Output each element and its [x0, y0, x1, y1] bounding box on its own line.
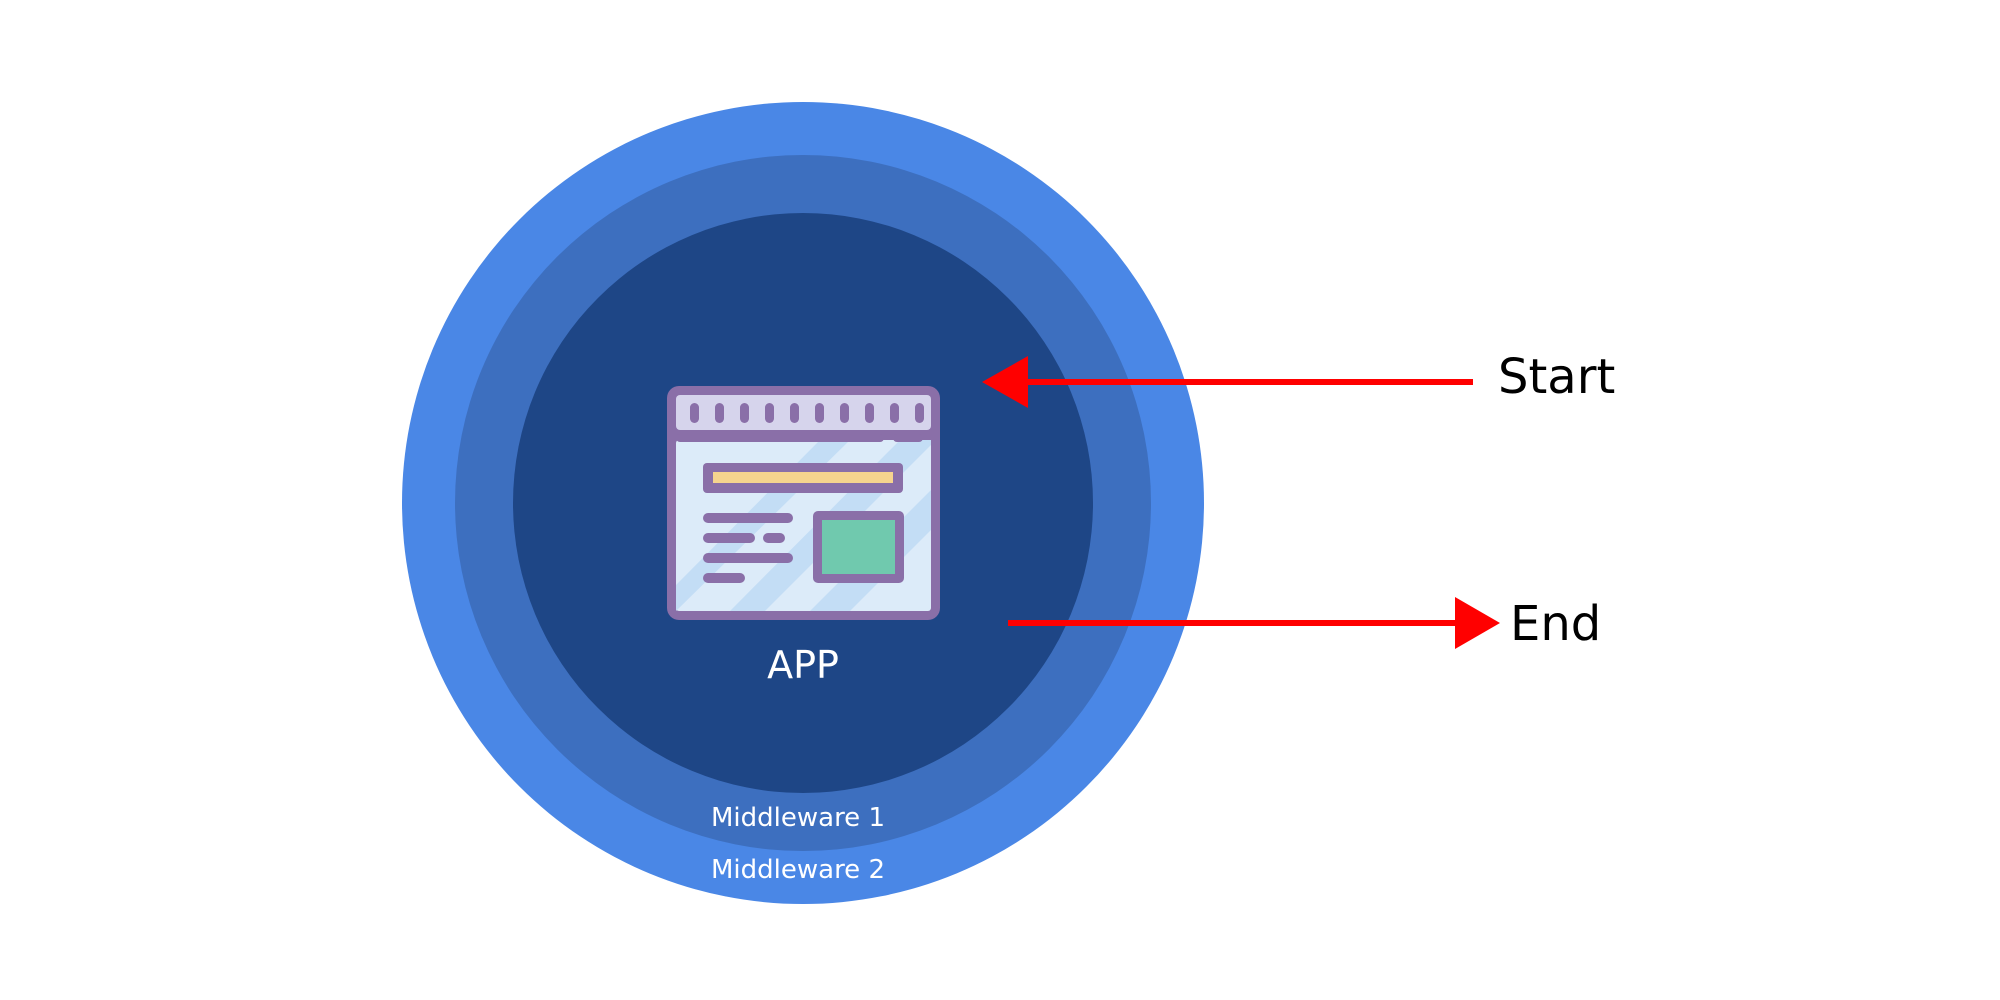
start-label: Start	[1498, 349, 1615, 405]
app-window-icon	[667, 386, 940, 620]
middleware-1-label: Middleware 1	[711, 803, 885, 833]
start-arrow	[982, 356, 1473, 408]
end-label: End	[1510, 596, 1601, 652]
app-label: APP	[767, 643, 839, 687]
middleware-2-label: Middleware 2	[711, 855, 885, 885]
end-arrow	[1008, 597, 1500, 649]
